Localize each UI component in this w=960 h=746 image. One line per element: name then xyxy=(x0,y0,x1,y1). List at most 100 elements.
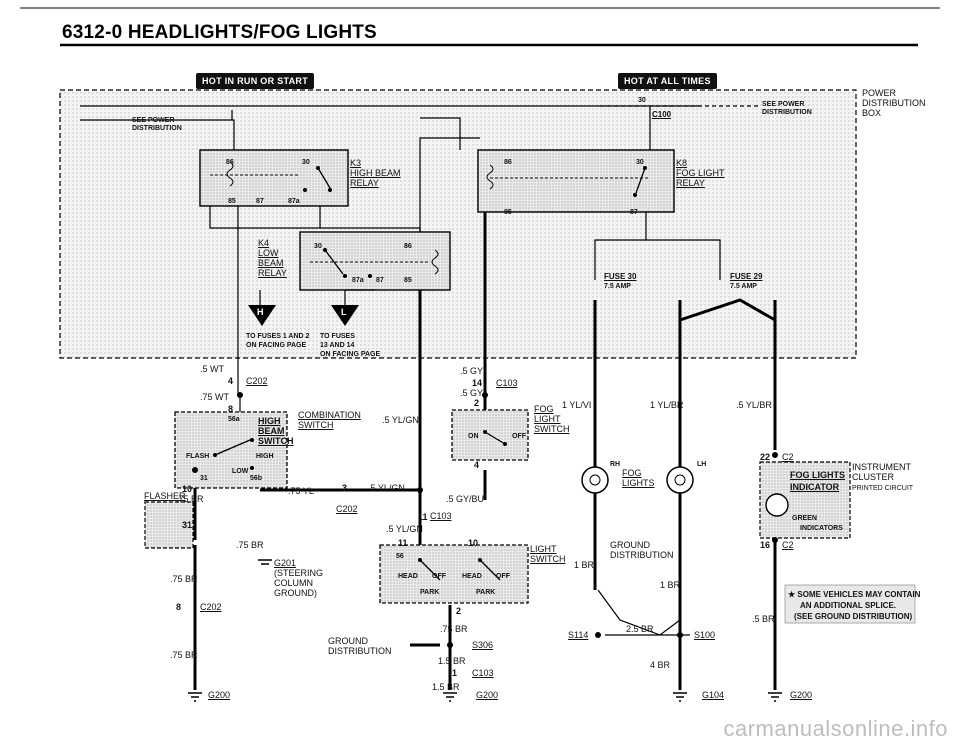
c2-b: C2 xyxy=(782,540,794,550)
ground-dist-2: DISTRIBUTION xyxy=(328,646,392,656)
pin-56a: 56a xyxy=(228,416,240,423)
c202-a: C202 xyxy=(246,376,268,386)
k4-label-1: K4 xyxy=(258,238,270,248)
pin-16: 16 xyxy=(760,540,771,550)
ground-dist-1: GROUND xyxy=(328,636,368,646)
pin-11-b: 11 xyxy=(398,538,408,548)
to-fuses-l-1: TO FUSES xyxy=(320,333,355,340)
pin-30-top: 30 xyxy=(638,97,646,104)
c103-a: C103 xyxy=(496,378,518,388)
wire-75br-2: .75 BR xyxy=(236,540,264,550)
fog-sw-on: ON xyxy=(468,433,479,440)
to-fuses-l-2: 13 AND 14 xyxy=(320,342,355,349)
fog-lights-2: LIGHTS xyxy=(622,478,655,488)
ground-g104 xyxy=(673,692,687,702)
c202-b: C202 xyxy=(336,504,358,514)
k8-relay xyxy=(477,149,675,213)
pin-4-fog: 4 xyxy=(474,460,480,470)
steering-3: GROUND) xyxy=(274,588,317,598)
steering-1: (STEERING xyxy=(274,568,324,578)
k8-label-1: K8 xyxy=(676,158,688,168)
wire-15br-2: 1.5 BR xyxy=(432,682,460,692)
pin-4: 4 xyxy=(228,376,234,386)
splice-note-box xyxy=(784,584,916,624)
fog-lights-1: FOG xyxy=(622,468,642,478)
ls-head-2: HEAD xyxy=(462,573,482,580)
wire-75br-4: .75 BR xyxy=(170,650,198,660)
sw-flash: FLASH xyxy=(186,453,210,460)
combo-label-1: COMBINATION xyxy=(298,410,361,420)
wire-5gy-2: .5 GY xyxy=(460,388,484,398)
wire-75br-ls: .75 BR xyxy=(440,624,468,634)
ground-g200-right xyxy=(768,692,782,702)
fuse29-label: FUSE 29 xyxy=(730,272,763,281)
wire-1br-a: 1 BR xyxy=(574,560,595,570)
hot-in-run-banner: HOT IN RUN OR START xyxy=(196,73,315,89)
cluster-1: INSTRUMENT xyxy=(852,462,911,472)
see-power-right-1: SEE POWER xyxy=(762,101,805,108)
flasher-box xyxy=(144,501,194,549)
wire-5gy: .5 GY xyxy=(460,366,484,376)
cluster-2: CLUSTER xyxy=(852,472,895,482)
pin-2-ls: 2 xyxy=(456,606,462,616)
wire-75wt: .75 WT xyxy=(200,392,230,402)
power-box-line3: BOX xyxy=(862,108,882,118)
fog-light-switch xyxy=(451,409,529,461)
combo-beam: BEAM xyxy=(258,426,285,436)
wire-5br: .5 BR xyxy=(752,614,775,624)
pin-30-k3: 30 xyxy=(302,159,310,166)
wire-75br-1: .75 BR xyxy=(176,494,204,504)
wire-1ylvi: 1 YL/VI xyxy=(562,400,592,410)
to-fuses-l-3: ON FACING PAGE xyxy=(320,351,381,358)
ls-off-1: OFF xyxy=(432,573,446,580)
heavy-wiring xyxy=(193,212,777,690)
k3-label-2: HIGH BEAM xyxy=(350,168,401,178)
indicator-indicators: INDICATORS xyxy=(800,525,843,532)
pin-8: 8 xyxy=(228,404,234,414)
wire-25br: 2.5 BR xyxy=(626,624,654,634)
light-switch-2: SWITCH xyxy=(530,554,566,564)
note-1: ★ SOME VEHICLES MAY CONTAIN xyxy=(788,590,921,599)
wire-5ylgn-3: .5 YL/GN xyxy=(386,524,423,534)
combo-high: HIGH xyxy=(258,416,281,426)
fog-switch-3: SWITCH xyxy=(534,424,570,434)
k8-label-2: FOG LIGHT xyxy=(676,168,725,178)
combination-switch xyxy=(174,411,288,489)
pin-85-k3: 85 xyxy=(228,198,236,205)
wire-15br: 1.5 BR xyxy=(438,656,466,666)
ground-symbols xyxy=(188,559,782,702)
pin-86-k3: 86 xyxy=(226,159,234,166)
power-distribution-box xyxy=(59,89,857,359)
ground-g200-mid xyxy=(443,692,457,702)
c2-a: C2 xyxy=(782,452,794,462)
fuse30-amp: 7.5 AMP xyxy=(604,283,631,290)
fog-switch-1: FOG xyxy=(534,404,554,414)
steering-2: COLUMN xyxy=(274,578,314,588)
pin-86-k8: 86 xyxy=(504,159,512,166)
fuse29-amp: 7.5 AMP xyxy=(730,283,757,290)
pin-56: 56 xyxy=(396,553,404,560)
wire-1br-b: 1 BR xyxy=(660,580,681,590)
watermark: carmanualsonline.info xyxy=(723,716,948,741)
ls-off-2: OFF xyxy=(496,573,510,580)
c100-connector: C100 xyxy=(652,110,672,119)
instrument-cluster xyxy=(759,461,851,539)
combo-switch: SWITCH xyxy=(258,436,294,446)
c103-c: C103 xyxy=(472,668,494,678)
pin-14: 14 xyxy=(472,378,483,388)
note-2: AN ADDITIONAL SPLICE. xyxy=(800,601,897,610)
power-wiring xyxy=(80,105,760,395)
fog-sw-off: OFF xyxy=(512,433,526,440)
pin-86-k4: 86 xyxy=(404,243,412,250)
ls-park-1: PARK xyxy=(420,589,440,596)
g200-left: G200 xyxy=(208,690,231,700)
wire-5ylbr: .5 YL/BR xyxy=(736,400,772,410)
wire-5ylgn: .5 YL/GN xyxy=(382,415,419,425)
cluster-3: PRINTED CIRCUIT xyxy=(852,485,914,492)
g104: G104 xyxy=(702,690,725,700)
pin-87a-k4: 87a xyxy=(352,277,364,284)
lh-label: LH xyxy=(697,461,707,468)
k4-label-2: LOW xyxy=(258,248,279,258)
g201-label: G201 xyxy=(274,558,297,568)
